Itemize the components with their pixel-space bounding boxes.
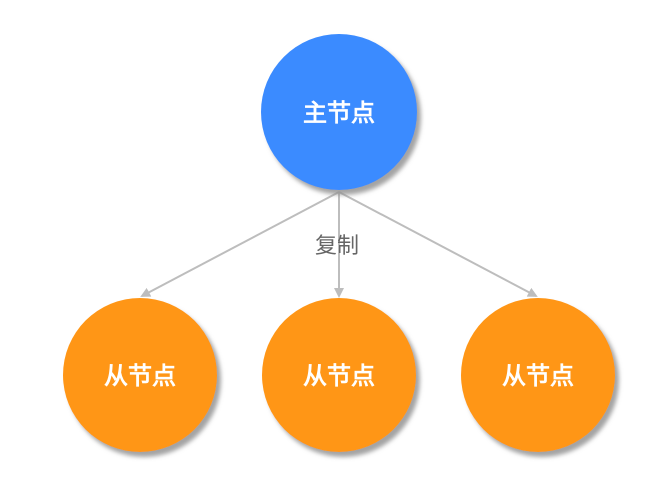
slave-node-2: 从节点 [262,298,416,452]
edge-master-to-slave-3 [338,191,538,297]
master-node-label: 主节点 [303,99,375,127]
edge-label-replication: 复制 [315,234,359,259]
master-node-circle [261,34,417,190]
slave-node-1: 从节点 [63,298,217,452]
slave-node-label: 从节点 [104,362,176,390]
master-node: 主节点 [261,34,417,190]
slave-node-3: 从节点 [461,298,615,452]
slave-node-circle [63,298,217,452]
edge-master-to-slave-1 [140,191,340,297]
slave-node-label: 从节点 [303,362,375,390]
slave-node-circle [461,298,615,452]
slave-node-label: 从节点 [502,362,574,390]
slave-node-circle [262,298,416,452]
